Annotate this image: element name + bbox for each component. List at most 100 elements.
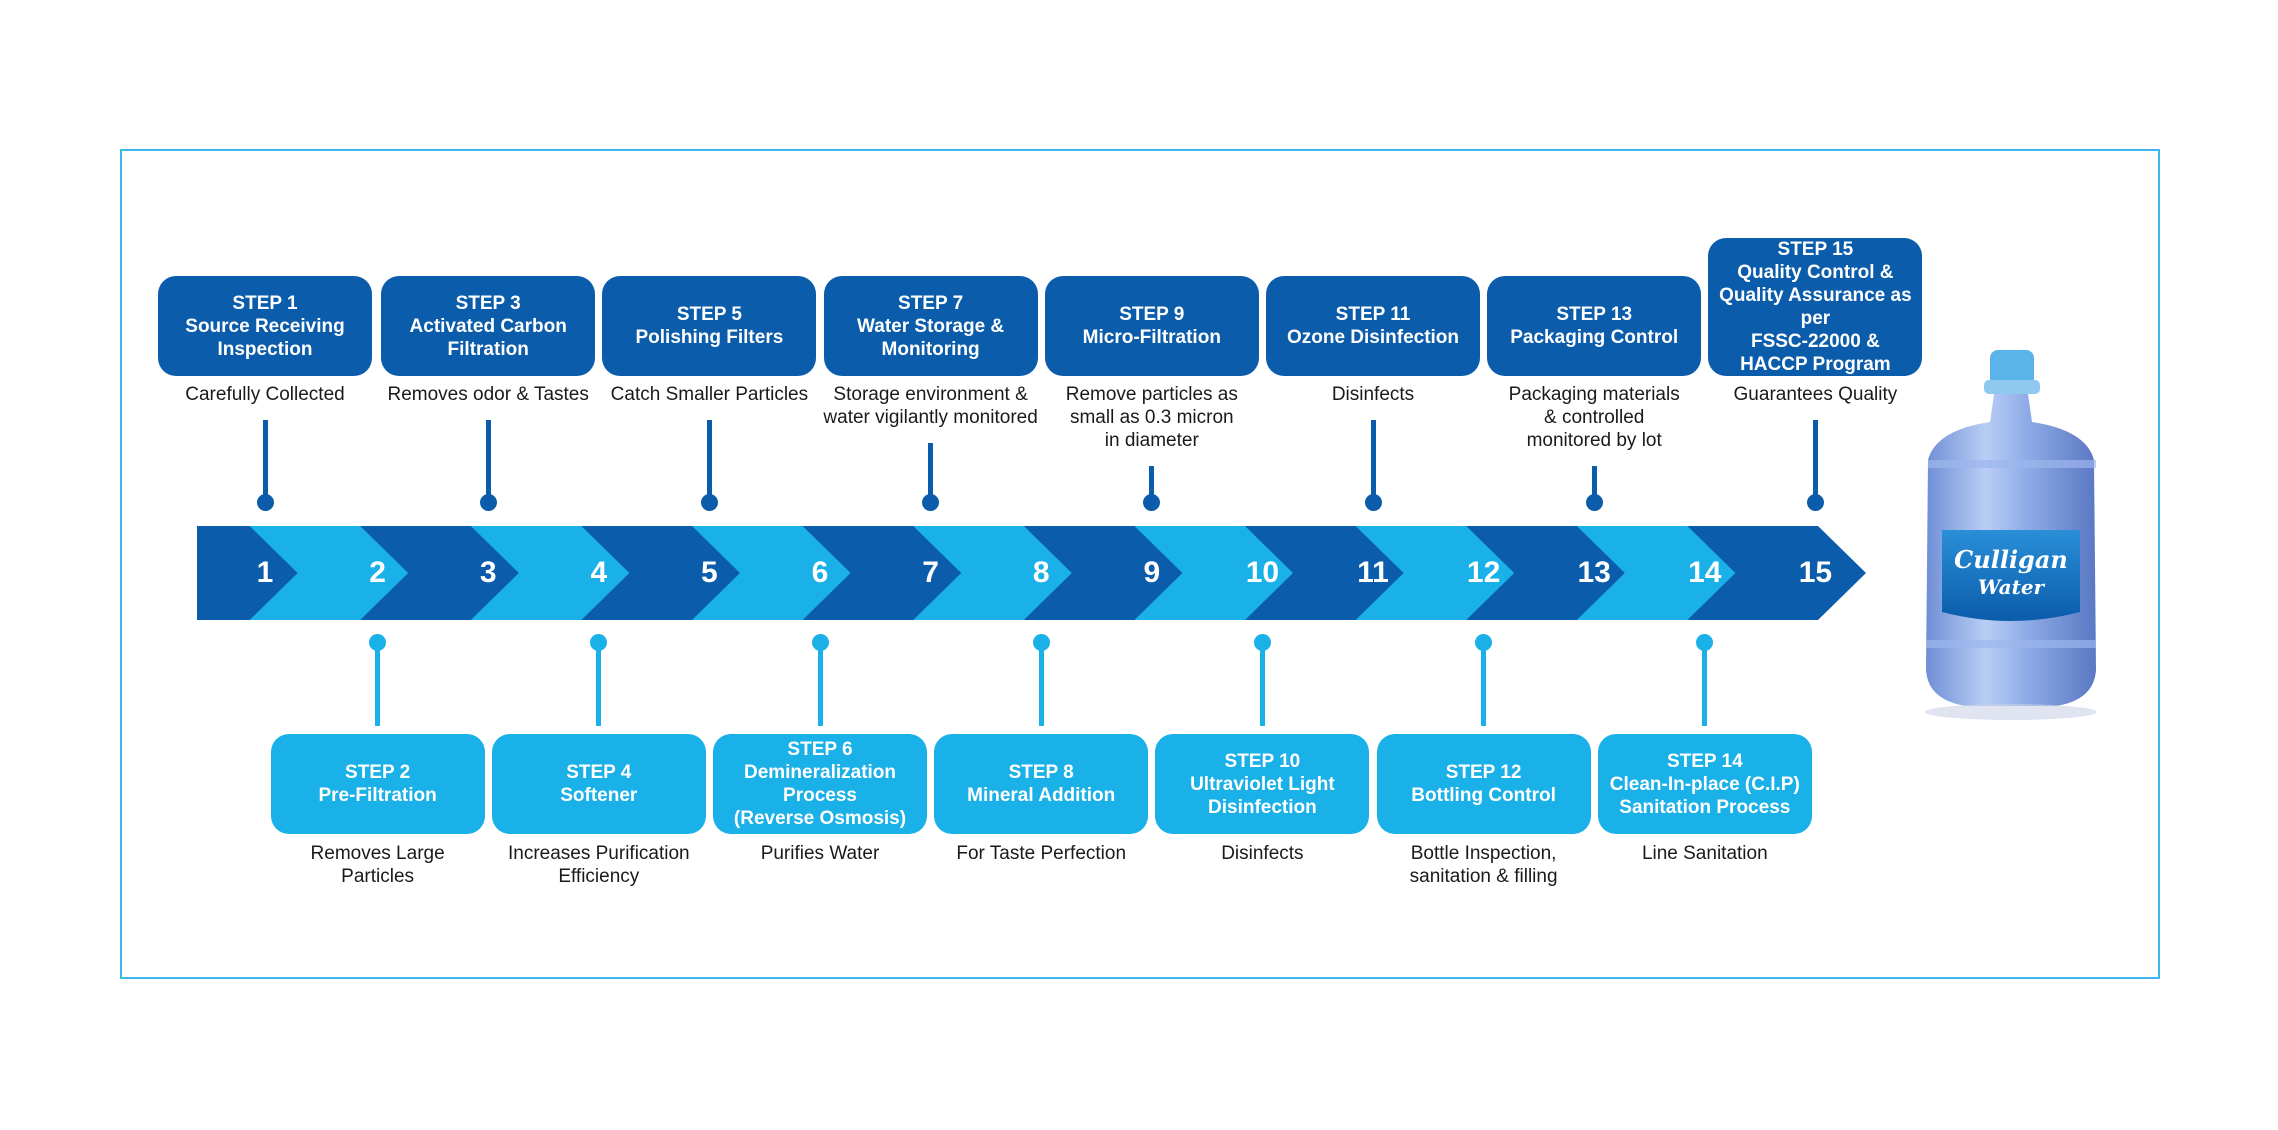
connector-line xyxy=(596,642,602,726)
diagram-frame xyxy=(120,149,2160,979)
step-title: STEP 11 xyxy=(1335,304,1411,325)
connector-line xyxy=(1702,642,1708,726)
step-label: Quality Control & Quality Assurance as p… xyxy=(1719,262,1912,375)
connector-line xyxy=(817,642,823,726)
arrow-segment-2 xyxy=(249,526,429,620)
connector-line xyxy=(1038,642,1044,726)
step-label: Packaging Control xyxy=(1510,327,1679,348)
step-label: Bottling Control xyxy=(1411,785,1556,806)
connector-line xyxy=(262,420,268,500)
connector-dot xyxy=(1475,634,1493,651)
step-number-9: 9 xyxy=(1143,556,1161,589)
step-label: Ultraviolet Light Disinfection xyxy=(1190,773,1335,818)
arrow-segment-5 xyxy=(581,526,760,620)
step-description-12: Bottle Inspection, sanitation & filling xyxy=(1409,843,1558,887)
connector-dot xyxy=(1253,634,1271,651)
arrow-segment-6 xyxy=(692,526,871,620)
step-label: Polishing Filters xyxy=(635,327,784,348)
arrow-segment-14 xyxy=(1576,526,1756,620)
step-number-15: 15 xyxy=(1798,556,1833,589)
connector-dot xyxy=(1032,634,1050,651)
connector-line xyxy=(485,420,491,500)
step-number-13: 13 xyxy=(1577,556,1611,589)
step-label: Softener xyxy=(560,785,638,806)
connector-dot xyxy=(256,494,274,511)
bottle-brand-line1: Culligan xyxy=(1954,545,2068,574)
step-title: STEP 1 xyxy=(232,292,298,314)
step-label: Clean-In-place (C.I.P) Sanitation Proces… xyxy=(1609,773,1800,818)
connector-line xyxy=(928,443,934,500)
step-description-1: Carefully Collected xyxy=(185,384,345,405)
step-description-15: Guarantees Quality xyxy=(1733,384,1898,405)
step-description-10: Disinfects xyxy=(1221,843,1304,864)
step-title: STEP 10 xyxy=(1224,750,1301,772)
arrow-segment-7 xyxy=(802,526,982,620)
arrow-segment-13 xyxy=(1466,526,1645,620)
step-number-2: 2 xyxy=(369,556,386,589)
bottle-brand-line2: Water xyxy=(1978,575,2046,599)
step-number-5: 5 xyxy=(701,556,718,589)
step-title: STEP 9 xyxy=(1119,304,1185,325)
step-title: STEP 7 xyxy=(898,292,964,314)
arrow-segment-9 xyxy=(1023,526,1203,620)
step-label: Mineral Addition xyxy=(967,785,1116,806)
connector-line xyxy=(1370,420,1376,500)
connector-dot xyxy=(1696,634,1714,651)
connector-line xyxy=(1481,642,1487,726)
step-title: STEP 12 xyxy=(1445,762,1522,783)
step-label: Ozone Disinfection xyxy=(1286,327,1460,348)
step-description-13: Packaging materials & controlled monitor… xyxy=(1508,384,1680,451)
arrow-segment-4 xyxy=(470,526,650,620)
connector-dot xyxy=(700,494,718,511)
step-description-2: Removes Large Particles xyxy=(310,843,445,887)
connector-line xyxy=(1259,642,1265,726)
water-bottle-icon: Culligan Water xyxy=(1925,350,2097,720)
connector-dot xyxy=(1585,494,1603,511)
step-label: Water Storage & Monitoring xyxy=(857,315,1005,360)
step-title: STEP 2 xyxy=(345,762,411,783)
connector-dot xyxy=(1806,494,1824,511)
connector-dot xyxy=(811,634,829,651)
arrow-segment-11 xyxy=(1245,526,1424,620)
connector-dot xyxy=(1364,494,1382,511)
connector-dot xyxy=(922,494,940,511)
step-number-1: 1 xyxy=(256,556,274,589)
arrow-segment-12 xyxy=(1355,526,1535,620)
step-title: STEP 14 xyxy=(1666,750,1743,772)
step-title: STEP 15 xyxy=(1777,239,1854,260)
step-description-9: Remove particles as small as 0.3 micron … xyxy=(1065,384,1238,451)
step-description-7: Storage environment & water vigilantly m… xyxy=(823,384,1038,428)
connector-line xyxy=(375,642,381,726)
step-title: STEP 3 xyxy=(455,292,521,314)
step-label: Micro-Filtration xyxy=(1082,327,1221,348)
step-description-8: For Taste Perfection xyxy=(956,843,1127,864)
step-number-12: 12 xyxy=(1466,556,1501,589)
connector-dot xyxy=(479,494,497,511)
step-label: Source Receiving Inspection xyxy=(185,315,345,360)
step-label: Activated Carbon Filtration xyxy=(409,315,567,360)
step-label: Pre-Filtration xyxy=(318,785,437,806)
step-number-8: 8 xyxy=(1032,556,1050,589)
step-number-7: 7 xyxy=(922,556,939,589)
step-number-6: 6 xyxy=(811,556,829,589)
arrow-segment-10 xyxy=(1134,526,1313,620)
step-number-11: 11 xyxy=(1357,556,1389,589)
arrow-segment-15 xyxy=(1687,526,1866,620)
arrow-segment-8 xyxy=(913,526,1092,620)
step-number-10: 10 xyxy=(1245,556,1280,589)
step-description-4: Increases Purification Efficiency xyxy=(507,843,690,887)
